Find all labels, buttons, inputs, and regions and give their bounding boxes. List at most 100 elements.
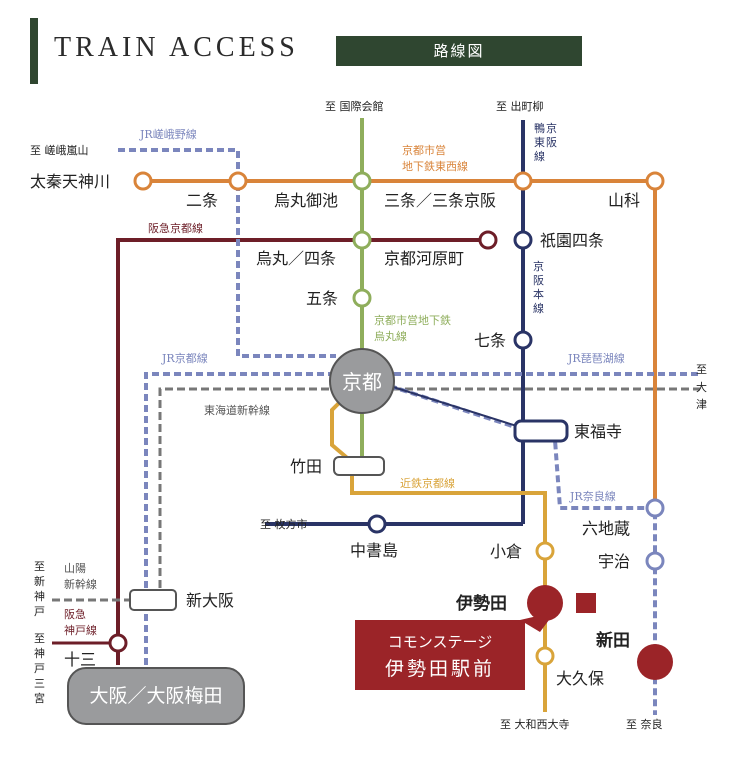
station-kyoto[interactable] [329, 348, 395, 414]
dest-shinkobe-4: 戸 [34, 605, 45, 618]
station-uji[interactable] [645, 551, 665, 571]
label-tozai-2: 地下鉄東西線 [402, 159, 468, 173]
label-keihan-main-1: 京 [533, 259, 544, 273]
label-nijo: 二条 [186, 191, 218, 210]
station-osaka[interactable] [67, 667, 245, 725]
station-rokujizo[interactable] [645, 498, 665, 518]
station-gion[interactable] [513, 230, 533, 250]
jr-sagano-line [118, 148, 336, 358]
station-takeda[interactable] [333, 456, 385, 476]
dest-demachiyanagi: 至 出町柳 [496, 99, 544, 113]
station-okubo[interactable] [535, 646, 555, 666]
label-chushojima: 中書島 [350, 541, 398, 560]
label-kyoto: 京都 [342, 370, 382, 394]
label-tokaido-shinkansen: 東海道新幹線 [204, 403, 270, 417]
label-uzumasa: 太秦天神川 [30, 172, 110, 191]
label-keihan-oto-5: 阪 [546, 135, 557, 149]
label-hankyu-kobe-1: 阪急 [64, 607, 86, 621]
label-osaka: 大阪／大阪梅田 [89, 685, 222, 707]
station-sanjo[interactable] [513, 171, 533, 191]
label-ogura: 小倉 [490, 542, 522, 561]
label-iseda: 伊勢田 [455, 593, 507, 614]
label-takeda: 竹田 [290, 457, 322, 476]
station-gojo[interactable] [352, 288, 372, 308]
header-accent-bar [30, 18, 38, 84]
label-kintetsu-kyoto: 近鉄京都線 [400, 476, 455, 490]
dest-kobesannomiya-5: 宮 [34, 691, 45, 705]
dest-kokusaikaikan: 至 国際会館 [325, 99, 384, 113]
label-keihan-oto-4: 京 [546, 121, 557, 135]
label-jr-biwako: JR琵琶湖線 [567, 351, 625, 365]
station-karasuma[interactable] [352, 230, 372, 250]
dest-kobesannomiya-2: 神 [34, 646, 45, 660]
station-uzumasa[interactable] [133, 171, 153, 191]
label-keihan-oto-1: 鴨 [534, 121, 545, 135]
label-sanjo: 三条／三条京阪 [384, 191, 496, 210]
station-iseda[interactable] [527, 585, 563, 621]
property-marker [576, 593, 596, 613]
label-karasuma-shijo: 烏丸／四条 [256, 249, 336, 268]
label-hankyu-kobe-2: 神戸線 [64, 623, 97, 637]
label-shichijo: 七条 [474, 331, 506, 350]
label-yamashina: 山科 [608, 191, 640, 210]
label-tozai-1: 京都市営 [402, 143, 446, 157]
station-ogura[interactable] [535, 541, 555, 561]
dest-hirakatashi: 至 枚方市 [260, 517, 308, 531]
page-title: TRAIN ACCESS [54, 32, 299, 63]
label-tofukuji: 東福寺 [574, 422, 622, 441]
label-sanyo-2: 新幹線 [64, 577, 97, 591]
label-kawaramachi: 京都河原町 [384, 249, 464, 268]
callout-box [355, 620, 525, 690]
dest-nara: 至 奈良 [626, 717, 663, 731]
station-tofukuji[interactable] [513, 419, 569, 443]
label-rokujizo: 六地蔵 [582, 519, 630, 538]
station-chushojima[interactable] [367, 514, 387, 534]
station-karasumaoike[interactable] [352, 171, 372, 191]
jr-nara-line [389, 384, 657, 715]
station-shichijo[interactable] [513, 330, 533, 350]
label-shinosaka: 新大阪 [186, 591, 234, 610]
label-gion: 祇園四条 [540, 231, 604, 250]
callout-line-1: コモンステージ [388, 633, 492, 651]
dest-shinkobe-2: 新 [34, 574, 45, 588]
label-gojo: 五条 [306, 289, 338, 308]
tokaido-shinkansen-line [52, 387, 700, 602]
page-subtitle-badge: 路線図 [336, 36, 582, 66]
callout-pointer [520, 612, 555, 632]
station-yamashina[interactable] [645, 171, 665, 191]
kyoto-tofukuji-connector [389, 385, 524, 429]
label-keihan-main-4: 線 [533, 301, 544, 315]
label-hankyu-kyoto: 阪急京都線 [148, 221, 203, 235]
dest-shinkobe-3: 神 [34, 589, 45, 603]
station-juso[interactable] [108, 633, 128, 653]
label-karasuma-1: 京都市営地下鉄 [374, 313, 451, 327]
dest-kobesannomiya-3: 戸 [34, 662, 45, 675]
label-uji: 宇治 [598, 552, 630, 571]
label-karasumaoike: 烏丸御池 [274, 191, 338, 210]
dest-sagaarashiyama: 至 嵯峨嵐山 [30, 144, 89, 157]
callout-line-2: 伊勢田駅前 [385, 658, 495, 680]
label-keihan-main-3: 本 [533, 287, 544, 301]
dest-otsu-to: 至 [696, 363, 707, 376]
station-shinosaka[interactable] [129, 589, 177, 611]
label-juso: 十三 [64, 650, 96, 669]
label-keihan-main-2: 阪 [533, 273, 544, 287]
dest-kobesannomiya-1: 至 [34, 632, 45, 645]
dest-otsu-2: 津 [696, 398, 707, 411]
label-jr-nara: JR奈良線 [569, 489, 616, 503]
label-karasuma-2: 烏丸線 [374, 329, 407, 343]
dest-yamatosaidaiji: 至 大和西大寺 [500, 717, 570, 731]
station-nijo[interactable] [228, 171, 248, 191]
dest-kobesannomiya-4: 三 [34, 677, 45, 690]
label-okubo: 大久保 [556, 669, 604, 688]
dest-otsu-1: 大 [696, 380, 707, 394]
label-keihan-oto-2: 東 [534, 136, 545, 149]
dest-shinkobe-1: 至 [34, 560, 45, 573]
label-jr-kyoto: JR京都線 [161, 351, 208, 365]
station-shinden[interactable] [637, 644, 673, 680]
label-sanyo-1: 山陽 [64, 562, 86, 575]
label-keihan-oto-3: 線 [534, 149, 545, 163]
label-shinden: 新田 [596, 630, 630, 651]
station-kawaramachi[interactable] [478, 230, 498, 250]
